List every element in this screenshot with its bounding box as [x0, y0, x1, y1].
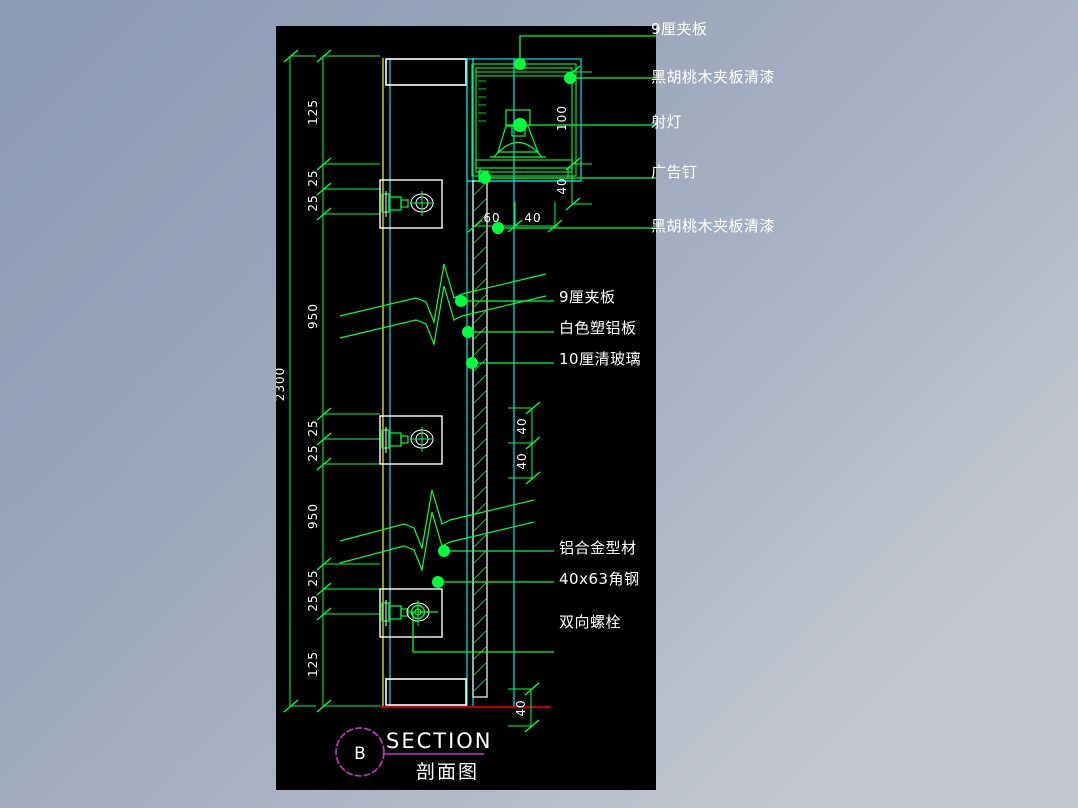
- callout-label-40x63-angle-steel: 40x63角钢: [559, 570, 640, 588]
- leader-lines: [412, 35, 656, 653]
- horizontal-dim-60-40: 60 40: [467, 202, 563, 233]
- right-dim-40-bottom: 40: [508, 682, 540, 733]
- dim-h-60: 60: [483, 211, 500, 225]
- callout-label-advertising-nail: 广告钉: [651, 163, 698, 181]
- dim-right-40-a: 40: [515, 417, 529, 434]
- callout-label-white-aluminum-composite-panel: 白色塑铝板: [559, 319, 637, 337]
- dim-right-40-bottom: 40: [514, 699, 528, 716]
- break-line-lower: [339, 489, 535, 573]
- callout-label-spotlight: 射灯: [651, 113, 683, 131]
- fastener-detail-middle: [381, 427, 434, 453]
- title-block: B SECTION 剖面图: [335, 727, 493, 783]
- dim-overall-2300: 2300: [276, 367, 287, 402]
- dim-chain-5: 25: [306, 419, 320, 436]
- callout-label-9mm-plywood-mid: 9厘夹板: [559, 288, 616, 306]
- callout-label-9mm-plywood-top: 9厘夹板: [651, 20, 708, 38]
- section-bubble-label: B: [354, 744, 366, 764]
- dim-right-40-top: 40: [555, 177, 569, 194]
- right-dim-40-top: 40: [555, 164, 592, 211]
- dim-chain-4: 950: [306, 303, 320, 329]
- callout-label-aluminum-profile: 铝合金型材: [559, 539, 637, 557]
- dim-chain-1: 125: [306, 99, 320, 125]
- cad-drawing-canvas[interactable]: 2300: [276, 26, 656, 790]
- dim-chain-10: 125: [306, 651, 320, 677]
- panel-assembly: [379, 58, 551, 708]
- overall-dimension-2300: 2300: [276, 49, 316, 713]
- right-dim-40-40: 40 40: [508, 401, 541, 485]
- dim-chain-8: 25: [306, 569, 320, 586]
- dimension-chain-line: 125 25 25 950 25 25 950 25 25 125: [306, 49, 380, 713]
- fastener-detail-upper: [381, 191, 434, 217]
- break-line-upper: [339, 263, 547, 347]
- dim-right-100: 100: [555, 105, 569, 131]
- dim-chain-7: 950: [306, 503, 320, 529]
- callout-label-walnut-veneer-lacquer-top: 黑胡桃木夹板清漆: [651, 68, 776, 86]
- callout-label-walnut-veneer-lacquer-mid: 黑胡桃木夹板清漆: [651, 217, 776, 235]
- dim-chain-9: 25: [306, 594, 320, 611]
- dim-chain-3: 25: [306, 194, 320, 211]
- cad-vector-drawing: 2300: [276, 35, 656, 783]
- callout-label-bidirectional-bolt: 双向螺栓: [559, 613, 622, 631]
- dim-right-40-b: 40: [515, 452, 529, 469]
- section-title-en: SECTION: [386, 729, 493, 753]
- callout-label-10mm-clear-glass: 10厘清玻璃: [559, 350, 642, 368]
- section-title-cn: 剖面图: [416, 761, 479, 783]
- glass-panel-hatch: [472, 180, 488, 698]
- dim-chain-6: 25: [306, 444, 320, 461]
- dim-h-40: 40: [524, 211, 541, 225]
- dim-chain-2: 25: [306, 169, 320, 186]
